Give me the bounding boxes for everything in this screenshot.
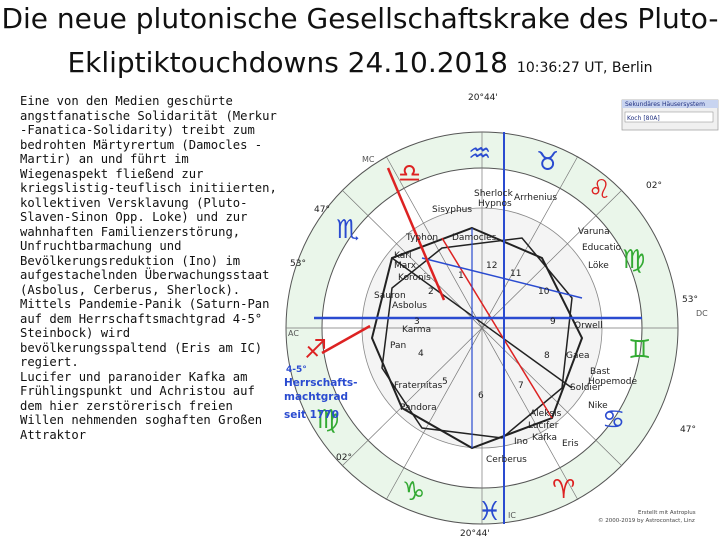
body-label: Educatio (582, 243, 622, 253)
body-label: Pandora (400, 403, 437, 413)
house-system-select[interactable] (624, 111, 714, 123)
house-number: 2 (428, 287, 434, 297)
ac-label: AC (288, 329, 299, 338)
body-label: Eris (562, 439, 579, 449)
chart-svg: ♒ ♉ ♌ ♍ ♊ ♋ ♈ ♓ ♑ ♍ ♐ ♏ ♎ 20°44' 47° 53°… (282, 88, 720, 540)
body-label: Cerberus (486, 455, 527, 465)
body-label: Karma (402, 325, 431, 335)
capricorn-icon: ♈ (552, 475, 575, 505)
virgo-icon: ♍ (622, 245, 645, 275)
mc-label: MC (362, 155, 375, 164)
ic-label: IC (508, 511, 516, 520)
body-label: Pan (390, 341, 406, 351)
body-label: Fraternitas (394, 381, 443, 391)
title-time: 10:36:27 UT, Berlin (516, 60, 653, 76)
house-number: 9 (550, 317, 556, 327)
degree-right-lower: 47° (680, 425, 696, 435)
body-label: Koronis (398, 273, 431, 283)
house-number: 5 (442, 377, 448, 387)
body-label: Typhon (405, 233, 438, 243)
body-label: Karl (394, 251, 411, 261)
virgo-lower-icon: ♍ (316, 405, 339, 435)
body-label: Bast (590, 367, 610, 377)
body-label: Löke (588, 261, 609, 271)
page-title-line2: Ekliptiktouchdowns 24.10.2018 10:36:27 U… (0, 46, 720, 85)
body-label: Sauron (374, 291, 406, 301)
degree-right-mid: 53° (682, 295, 698, 305)
degree-right-upper: 02° (646, 181, 662, 191)
house-number: 1 (458, 271, 464, 281)
leo-icon: ♌ (588, 175, 611, 205)
degree-bottom: 20°44' (460, 529, 490, 539)
house-number: 10 (538, 287, 550, 297)
aquarius-icon: ♒ (468, 139, 491, 169)
house-number: 6 (478, 391, 484, 401)
body-label: Marx (394, 261, 417, 271)
annotation-line1: Herrschafts- (284, 377, 358, 389)
annotation-line3: seit 1770 (284, 409, 339, 421)
body-label: Arrhenius (514, 193, 557, 203)
taurus-icon: ♑ (402, 477, 425, 507)
pisces-icon: ♓ (478, 497, 501, 527)
annotation-line2: machtgrad (284, 391, 348, 403)
body-label: Ino (514, 437, 528, 447)
house-number: 4 (418, 349, 424, 359)
title-date: Ekliptiktouchdowns 24.10.2018 (67, 46, 508, 79)
body-label: Hypnos (478, 199, 512, 209)
paragraph-2: Mittels Pandemie-Panik (Saturn-Pan auf d… (20, 297, 277, 369)
gemini-icon: ♊ (628, 335, 651, 365)
scorpio-icon: ♏ (336, 215, 359, 245)
body-label: Gaea (566, 351, 590, 361)
house-system-value: Koch [80A] (627, 115, 660, 122)
paragraph-3: Lucifer und paranoider Kafka am Frühling… (20, 369, 270, 442)
body-label: Damocles (452, 233, 497, 243)
body-label: Asbolus (392, 301, 427, 311)
libra-icon: ♎ (398, 159, 421, 189)
sagittarius-icon: ♐ (304, 335, 327, 365)
footer-line2: © 2000-2019 by Astrocontact, Linz (598, 517, 695, 524)
degree-left-lower: 4-5° (286, 365, 307, 375)
house-number: 3 (414, 317, 420, 327)
body-label: Sherlock (474, 189, 514, 199)
body-label: Sisyphus (432, 205, 472, 215)
paragraph-1: Eine von den Medien geschürte angstfanat… (20, 94, 285, 297)
body-label: Hopemode (588, 377, 638, 387)
degree-upper-left: 47° (314, 205, 330, 215)
cancer-icon: ♋ (602, 405, 625, 435)
house-number: 12 (486, 261, 497, 271)
body-label: Varuna (578, 227, 610, 237)
astrology-chart: ♒ ♉ ♌ ♍ ♊ ♋ ♈ ♓ ♑ ♍ ♐ ♏ ♎ 20°44' 47° 53°… (282, 88, 720, 540)
page-title-line1: Die neue plutonische Gesellschaftskrake … (1, 2, 719, 35)
body-label: Orwell (574, 321, 603, 331)
degree-top: 20°44' (468, 93, 498, 103)
house-number: 8 (544, 351, 550, 361)
pisces-upper-icon: ♉ (536, 147, 559, 177)
body-label: Nike (588, 401, 608, 411)
house-number: 7 (518, 381, 524, 391)
degree-left-upper: 53° (290, 259, 306, 269)
panel-title: Sekundäres Häusersystem (625, 101, 705, 108)
body-label: Kafka (532, 433, 557, 443)
description-text: Eine von den Medien geschürte angstfanat… (20, 94, 282, 442)
footer-line1: Erstellt mit Astroplus (638, 510, 696, 516)
body-label: Lucifer (528, 421, 559, 431)
house-number: 11 (510, 269, 521, 279)
dc-label: DC (696, 309, 708, 318)
body-label: Soldier (570, 383, 601, 393)
degree-bottom-left: 02° (336, 453, 352, 463)
body-label: Aleksis (530, 409, 562, 419)
